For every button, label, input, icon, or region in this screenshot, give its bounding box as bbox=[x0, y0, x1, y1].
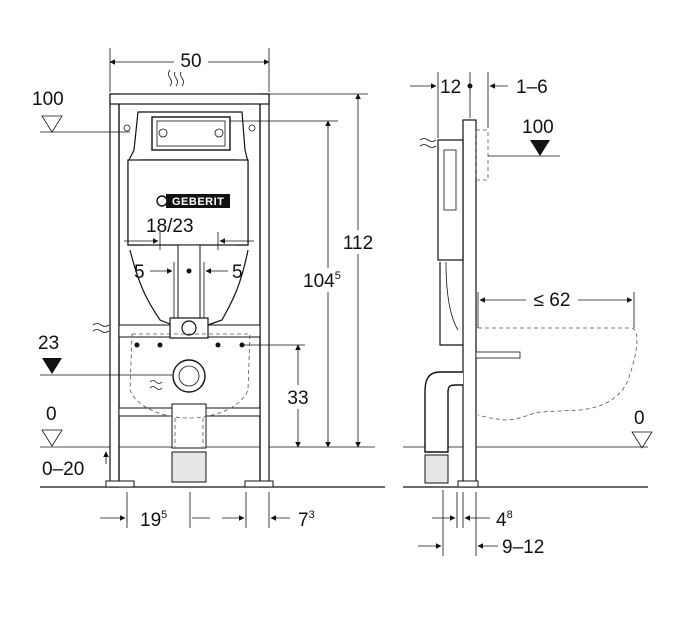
dim-floor-range: 0–20 bbox=[42, 459, 84, 480]
cistern: GEBERIT bbox=[127, 111, 249, 246]
side-dim-1-6: 1–6 bbox=[516, 77, 548, 98]
level-0-label: 0 bbox=[46, 404, 57, 425]
side-level-marker-icon bbox=[530, 140, 550, 156]
dim-height-33: 33 bbox=[287, 388, 308, 409]
side-dim-4: 48 bbox=[496, 509, 513, 531]
dim-bottom-7: 73 bbox=[298, 509, 315, 531]
side-drain-bend bbox=[424, 371, 463, 453]
front-view: GEBERIT bbox=[32, 48, 385, 531]
waste-icon bbox=[149, 380, 163, 390]
plumbing bbox=[92, 69, 249, 483]
dim-bottom-19: 195 bbox=[140, 509, 167, 531]
side-view: 12 1–6 100 ≤ 62 0 48 9–12 bbox=[403, 72, 653, 558]
side-frame bbox=[462, 119, 477, 488]
dim-offset-right: 5 bbox=[232, 262, 243, 283]
level-100-label: 100 bbox=[32, 89, 64, 110]
side-dim-9-12: 9–12 bbox=[502, 537, 544, 558]
drain-connection bbox=[172, 359, 206, 393]
side-dim-12: 12 bbox=[440, 77, 461, 98]
dim-offset-left: 5 bbox=[134, 262, 145, 283]
level-marker-icon bbox=[41, 115, 63, 133]
level-23-label: 23 bbox=[38, 333, 59, 354]
bowl-outline bbox=[129, 333, 251, 419]
side-dim-reach: ≤ 62 bbox=[534, 290, 571, 311]
water-inlet-icon bbox=[168, 69, 184, 87]
level-marker-icon bbox=[41, 429, 63, 447]
level-marker-filled-icon bbox=[42, 358, 62, 374]
side-bowl-outline bbox=[477, 327, 638, 421]
dim-inner-spacing: 18/23 bbox=[146, 216, 194, 237]
side-level-0-label: 0 bbox=[634, 408, 645, 429]
brand-label: GEBERIT bbox=[172, 196, 224, 208]
side-water-inlet-icon bbox=[419, 138, 437, 148]
dim-height-104: 1045 bbox=[303, 270, 341, 292]
side-level-100-label: 100 bbox=[522, 117, 554, 138]
dim-width: 50 bbox=[180, 51, 201, 72]
side-level-marker-icon bbox=[631, 431, 653, 449]
dim-height-112: 112 bbox=[343, 233, 373, 254]
water-side-inlet-icon bbox=[92, 323, 110, 333]
geberit-logo bbox=[166, 194, 230, 208]
